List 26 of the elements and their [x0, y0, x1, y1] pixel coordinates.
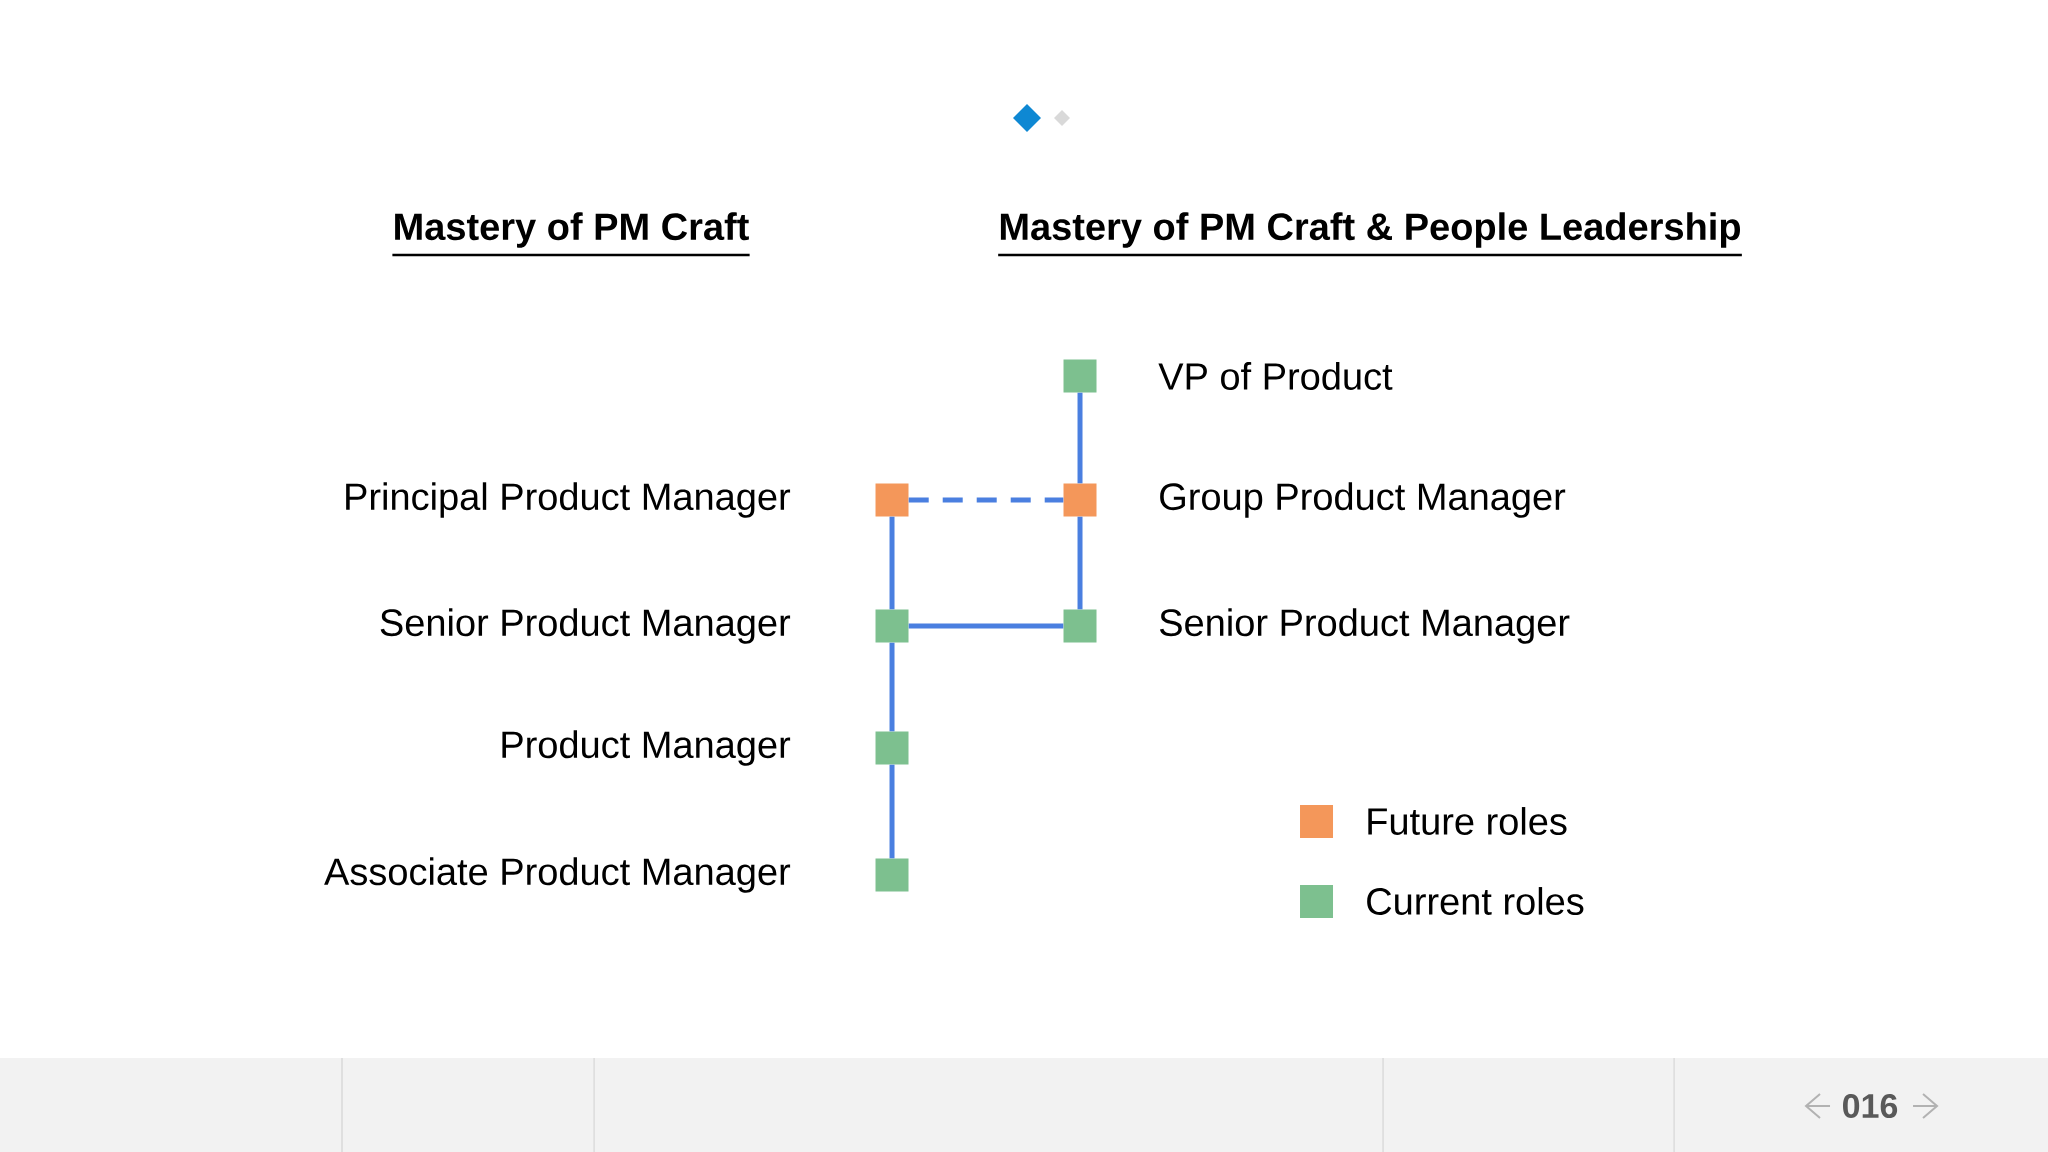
role-label: Group Product Manager — [1160, 482, 1566, 518]
role-label: Senior Product Manager — [380, 608, 791, 644]
connector-line — [908, 497, 1064, 503]
heading: Mastery of PM Craft & People Leadership — [998, 212, 1742, 257]
connector-line — [1077, 516, 1083, 610]
role-square — [875, 731, 909, 765]
role-square — [875, 858, 909, 892]
role-square — [1063, 359, 1097, 393]
page-number: 016 — [1843, 1093, 1898, 1119]
role-square — [875, 483, 909, 517]
legend-label: Future roles — [1368, 807, 1567, 835]
role-label: VP of Product — [1158, 362, 1393, 390]
role-label: Associate Product Manager — [324, 857, 791, 893]
role-label: Product Manager — [502, 730, 791, 766]
role-label: Principal Product Manager — [346, 482, 791, 518]
connector-line — [889, 764, 895, 859]
legend-label: Current roles — [1367, 887, 1584, 915]
role-square — [875, 609, 909, 643]
role-square — [1063, 609, 1097, 643]
heading: Mastery of PM Craft — [392, 212, 750, 257]
connector-line — [889, 516, 895, 610]
connector-line — [889, 642, 895, 732]
role-square — [1063, 483, 1097, 517]
connector-line — [908, 623, 1064, 629]
role-label: Senior Product Manager — [1159, 608, 1570, 644]
connector-line — [1077, 392, 1083, 484]
